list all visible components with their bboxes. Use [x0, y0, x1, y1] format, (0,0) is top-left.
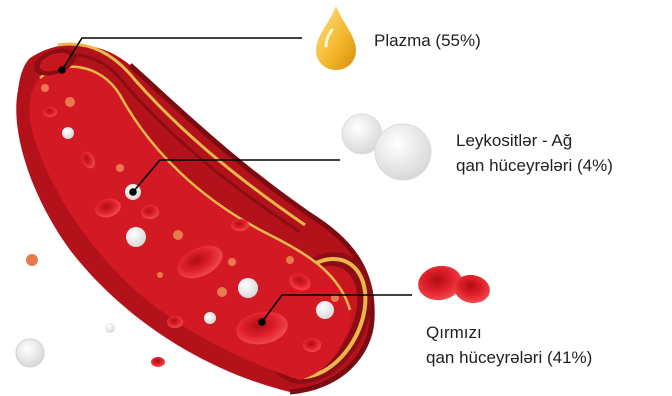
platelet [41, 84, 49, 92]
white-blood-cell [105, 323, 115, 333]
plasma-label: Plazma (55%) [374, 30, 481, 52]
red-blood-cell [231, 219, 249, 231]
erythrocytes-label-line1: Qırmızı [426, 322, 482, 344]
leukocytes-label-line1: Leykositlər - Ağ [456, 130, 572, 152]
platelet [65, 97, 75, 107]
red-blood-cell [167, 316, 183, 328]
platelet [228, 258, 236, 266]
white-blood-cell [62, 127, 74, 139]
red-cell-icon [415, 262, 492, 305]
blood-vessel [16, 43, 393, 396]
drop-icon [316, 6, 356, 70]
platelet [157, 272, 163, 278]
erythrocytes-label-line2: qan hüceyrələri (41%) [426, 347, 592, 369]
white-blood-cell [126, 227, 146, 247]
red-blood-cell [141, 205, 159, 219]
platelet [286, 256, 294, 264]
red-blood-cell [43, 107, 57, 117]
red-blood-cell [151, 357, 165, 367]
platelet [26, 254, 38, 266]
platelet [173, 230, 183, 240]
white-blood-cell [16, 339, 44, 367]
red-blood-cell [303, 338, 321, 352]
platelet [116, 164, 124, 172]
white-cell-icon [342, 114, 431, 180]
white-blood-cell [316, 301, 334, 319]
white-blood-cell [238, 278, 258, 298]
leukocytes-label-line2: qan hüceyrələri (4%) [456, 155, 613, 177]
white-blood-cell [204, 312, 216, 324]
platelet [217, 287, 227, 297]
